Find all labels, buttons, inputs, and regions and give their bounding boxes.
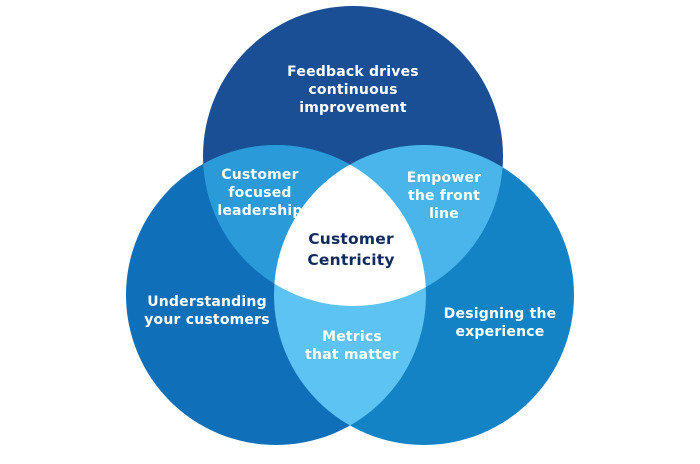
label-left-set: Understanding your customers [144,294,270,328]
label-overlap-top-left: Customer focused leadership [217,167,303,219]
label-right-set: Designing the experience [443,306,557,340]
label-top-set: Feedback drives continuous improvement [287,64,419,116]
label-overlap-top-right: Empower the front line [406,170,482,222]
label-center: Customer Centricity [307,230,395,269]
label-overlap-left-right: Metrics that matter [305,329,399,363]
